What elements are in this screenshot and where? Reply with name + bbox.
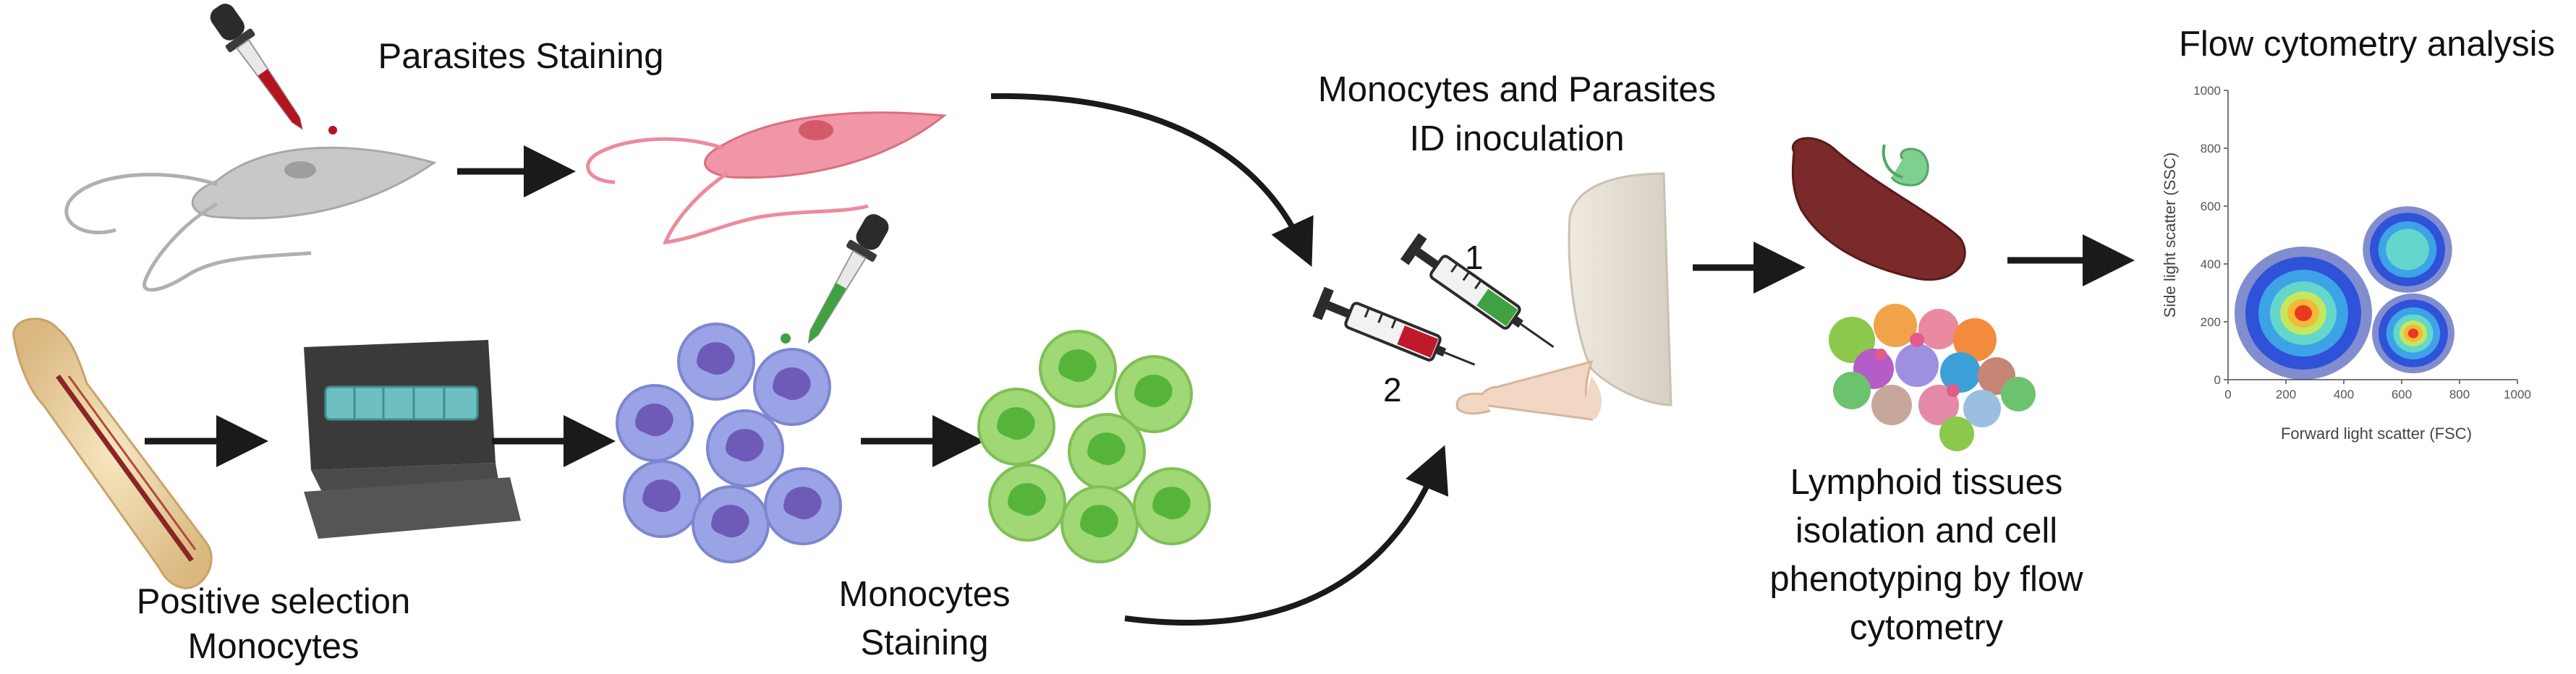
- syringe-red-icon: [1312, 286, 1476, 366]
- syringe-1-label: 1: [1465, 239, 1484, 276]
- lymph-node-icon: [1882, 144, 1929, 187]
- syringe-2-label: 2: [1383, 371, 1402, 409]
- label-monocytes-staining-1: Monocytes: [839, 575, 1011, 614]
- cell-cluster-icon: [1829, 304, 2036, 451]
- label-flow-title: Flow cytometry analysis: [2179, 25, 2555, 64]
- label-inoculation-2: ID inoculation: [1410, 119, 1625, 158]
- label-monocytes-staining-2: Staining: [860, 623, 988, 662]
- spleen-icon: [1791, 137, 1966, 281]
- y-tick-label: 600: [2201, 200, 2221, 213]
- x-tick-label: 0: [2224, 388, 2231, 401]
- label-lymphoid-4: cytometry: [1850, 608, 2004, 647]
- density-ring: [2386, 229, 2429, 270]
- label-parasites-staining: Parasites Staining: [378, 37, 664, 76]
- y-tick-label: 800: [2201, 142, 2221, 155]
- label-lymphoid-2: isolation and cell: [1795, 511, 2057, 550]
- y-tick-label: 400: [2201, 257, 2221, 271]
- label-inoculation-1: Monocytes and Parasites: [1318, 70, 1716, 109]
- x-tick-label: 800: [2449, 388, 2470, 401]
- arrow-curve-monocyte-inoculation: [1124, 445, 1449, 626]
- x-tick-label: 400: [2334, 388, 2354, 401]
- density-ring: [2295, 305, 2312, 321]
- label-lymphoid-3: phenotyping by flow: [1769, 560, 2083, 599]
- parasite-unstained-icon: [64, 146, 437, 292]
- x-tick-label: 600: [2392, 388, 2412, 401]
- flow-cytometry-plot: 0 200 400 600 800 1000 0 200 400 600 800 1000: [2193, 84, 2531, 401]
- y-tick-label: 0: [2214, 373, 2221, 387]
- dropper-red-icon: [210, 4, 304, 131]
- flow-y-axis-label: Side light scatter (SSC): [2161, 153, 2179, 318]
- green-drop-icon: [781, 333, 791, 344]
- parasite-stained-icon: [586, 111, 947, 245]
- y-tick-label: 1000: [2193, 84, 2221, 98]
- arrow-curve-parasite-inoculation: [990, 93, 1314, 268]
- magnetic-separator-icon: [304, 340, 521, 539]
- x-tick-label: 1000: [2504, 388, 2531, 401]
- label-positive-selection-1: Positive selection: [137, 582, 411, 621]
- flow-population-1: [2235, 247, 2372, 380]
- monocytes-unstained-icon: [616, 323, 842, 563]
- syringe-green-icon: [1400, 233, 1555, 349]
- red-drop-icon: [328, 126, 337, 135]
- x-tick-label: 200: [2276, 388, 2296, 401]
- label-lymphoid-1: Lymphoid tissues: [1790, 463, 2063, 502]
- bone-icon: [12, 317, 213, 589]
- arm-icon: [1455, 172, 1672, 421]
- dropper-green-icon: [807, 214, 889, 344]
- y-tick-label: 200: [2201, 315, 2221, 329]
- flow-population-2: [2363, 206, 2452, 293]
- monocytes-stained-icon: [977, 330, 1211, 563]
- flow-x-axis-label: Forward light scatter (FSC): [2281, 425, 2472, 443]
- flow-population-3: [2372, 293, 2454, 374]
- label-positive-selection-2: Monocytes: [188, 627, 360, 666]
- density-ring: [2407, 328, 2419, 338]
